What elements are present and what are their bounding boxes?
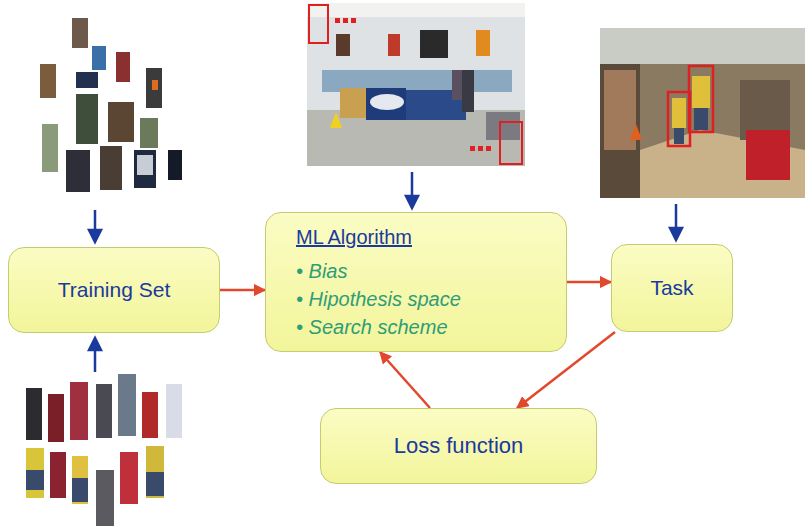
detection-photo — [600, 28, 805, 198]
process-box: Loss function — [320, 408, 597, 484]
flow-arrow — [380, 352, 430, 408]
box-heading: ML Algorithm — [296, 223, 412, 251]
person-crops — [26, 374, 182, 526]
process-box: ML Algorithm • Bias• Hipothesis space• Se… — [265, 212, 567, 352]
store-photo — [307, 3, 525, 166]
box-label: Loss function — [394, 431, 524, 462]
process-box: Task — [611, 244, 733, 332]
flow-arrow — [567, 281, 611, 284]
bullet-item: • Hipothesis space — [296, 285, 461, 313]
bullet-item: • Search scheme — [296, 313, 448, 341]
object-crops — [40, 18, 182, 192]
process-box: Training Set — [8, 247, 220, 333]
bullet-item: • Bias — [296, 257, 347, 285]
box-label: Training Set — [58, 275, 170, 304]
flow-arrow — [220, 289, 265, 292]
box-label: Task — [650, 273, 693, 302]
